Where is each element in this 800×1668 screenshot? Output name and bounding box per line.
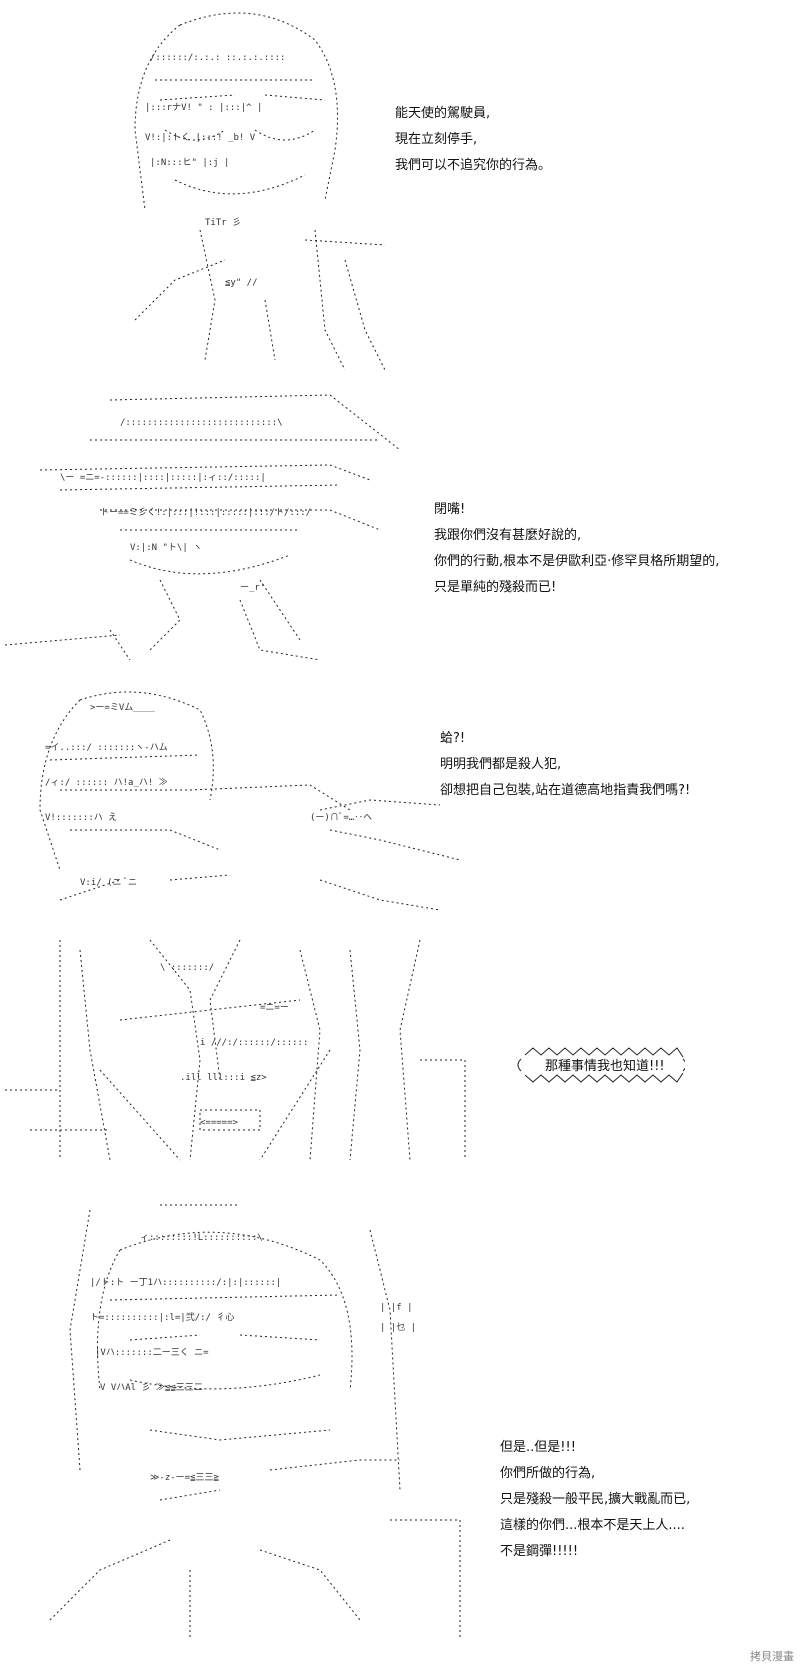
svg-text:V!:::::::ハ え: V!:::::::ハ え <box>45 812 117 823</box>
svg-text:ー_r': ー_r' <box>240 583 265 593</box>
dialog-panel-1: 能天使的駕駛員, 現在立刻停手, 我們可以不追究你的行為。 <box>395 101 551 179</box>
dialog-line: 只是單純的殘殺而已! <box>434 580 557 595</box>
dialog-line: 能天使的駕駛員, <box>395 106 491 121</box>
ascii-art-crying-pilot: ィ::::::::!L::::::::::\ |/ト:ト ー丁1ハ:::::::… <box>20 1190 480 1650</box>
dialog-panel-2: 閉嘴! 我跟你們沒有甚麼好說的, 你們的行動,根本不是伊歐利亞·修罕貝格所期望的… <box>434 497 719 601</box>
svg-text:/ィ:/ :::::: ハ!a_ハ! ≫: /ィ:/ :::::: ハ!a_ハ! ≫ <box>45 778 168 788</box>
svg-text:>ー=ミVム____: >ー=ミVム____ <box>90 702 156 713</box>
svg-text:|/ト:ト ー丁1ハ::::::::::/:|:|:::::: |/ト:ト ー丁1ハ::::::::::/:|:|::::::| <box>90 1278 281 1288</box>
svg-text:\ :::::::/: \ :::::::/ <box>160 963 214 973</box>
dialog-line: 但是..但是!!! <box>500 1440 576 1455</box>
panel-1: /::::::/:.:.: ::.:.:.:::: |:::rナV! " : |… <box>0 0 800 380</box>
dialog-line: 你們所做的行為, <box>500 1466 596 1481</box>
dialog-panel-5-lines-list: 但是..但是!!! 你們所做的行為, 只是殘殺一般平民,擴大戰亂而已, 這樣的你們..… <box>500 1435 690 1565</box>
shout-text: 那種事情我也知道!!! <box>545 1059 665 1074</box>
dialog-line: 這樣的你們...根本不是天上人.... <box>500 1518 685 1533</box>
svg-text:≦y" //: ≦y" // <box>225 278 258 288</box>
dialog-line: 我們可以不追究你的行為。 <box>395 158 552 173</box>
svg-text:|:N:::ヒ" |:j |: |:N:::ヒ" |:j | <box>150 157 229 168</box>
svg-text:ト=::::::::::|:l=|弐/:/ 彳心: ト=::::::::::|:l=|弐/:/ 彳心 <box>90 1311 234 1323</box>
dialog-line: 蛤?! <box>440 731 466 746</box>
svg-text:ィ::::::::!L::::::::::\: ィ::::::::!L::::::::::\ <box>140 1233 263 1243</box>
dialog-line: 閉嘴! <box>434 502 466 517</box>
svg-text:.ill lll:::i ≦z>: .ill lll:::i ≦z> <box>180 1073 267 1083</box>
spiky-bubble-outline <box>517 1047 687 1083</box>
svg-text:=ニ=ー: =ニ=ー <box>260 1003 289 1013</box>
svg-text:V!:|:トく |:::! _b! V: V!:|:トく |:::! _b! V <box>145 133 256 143</box>
svg-text:|Vハ:::::::二ー三く ニ=: |Vハ:::::::二ー三く ニ= <box>95 1348 209 1358</box>
panel-4: \ :::::::/ =ニ=ー i ///:/::::::/:::::: .il… <box>0 930 800 1180</box>
svg-text:\ー =ニ=-::::::|::::|:::::|:ィ::/: \ー =ニ=-::::::|::::|:::::|:ィ::/:::::| <box>60 473 266 483</box>
svg-text:|:::rナV! " : |:::|^ |: |:::rナV! " : |:::|^ | <box>145 102 262 113</box>
svg-text:V VハAl 彡 ≫≦≦三三二: V VハAl 彡 ≫≦≦三三二 <box>100 1382 203 1393</box>
ascii-art-angry-pilot: /::::::::::::::::::::::::::::\ \ー =ニ=-::… <box>0 380 410 670</box>
svg-text:=イ..:::/ :::::::ヽ-ハム: =イ..:::/ :::::::ヽ-ハム <box>45 742 168 753</box>
dialog-line: 你們的行動,根本不是伊歐利亞·修罕貝格所期望的, <box>434 554 720 569</box>
shout-bubble: 那種事情我也知道!!! <box>515 1045 687 1085</box>
svg-text:| |乜 |: | |乜 | <box>380 1322 416 1333</box>
svg-text:i ///:/::::::/::::::: i ///:/::::::/:::::: <box>200 1038 308 1048</box>
svg-text:V:|:N "ト\| ヽ: V:|:N "ト\| ヽ <box>130 543 202 553</box>
dialog-panel-3: 蛤?! 明明我們都是殺人犯, 卻想把自己包裝,站在道德高地指責我們嗎?! <box>440 726 690 804</box>
dialog-line: 卻想把自己包裝,站在道德高地指責我們嗎?! <box>440 783 691 798</box>
dialog-line: 我跟你們沒有甚麼好說的, <box>434 528 582 543</box>
svg-text:/::::::/:.:.: ::.:.:.::::: /::::::/:.:.: ::.:.:.:::: <box>150 53 285 63</box>
svg-text:<=====>: <=====> <box>200 1118 239 1128</box>
ascii-art-character-pointing: >ー=ミVム____ =イ..:::/ :::::::ヽ-ハム /ィ:/ :::… <box>20 680 460 920</box>
svg-text:(ー)∩ﾞ=…‥ヘ: (ー)∩ﾞ=…‥ヘ <box>310 812 372 823</box>
svg-text:/::::::::::::::::::::::::::::\: /::::::::::::::::::::::::::::\ <box>120 418 283 428</box>
svg-text:トー==ミ彡く!:|:::|!:::|:::::|:::/ト: トー==ミ彡く!:|:::|!:::|:::::|:::/ト/:::/ <box>100 507 311 518</box>
ascii-art-gundam-cockpit: \ :::::::/ =ニ=ー i ///:/::::::/:::::: .il… <box>0 930 470 1170</box>
dialog-line: 現在立刻停手, <box>395 132 478 147</box>
watermark: 拷貝漫畫 <box>750 1650 794 1663</box>
svg-text:V:i/ (ニ ﾞニ: V:i/ (ニ ﾞニ <box>80 877 137 888</box>
panel-2: /::::::::::::::::::::::::::::\ \ー =ニ=-::… <box>0 380 800 680</box>
svg-text:TiTr 彡: TiTr 彡 <box>205 217 241 228</box>
panel-5: ィ::::::::!L::::::::::\ |/ト:ト ー丁1ハ:::::::… <box>0 1180 800 1668</box>
panel-3: >ー=ミVム____ =イ..:::/ :::::::ヽ-ハム /ィ:/ :::… <box>0 680 800 930</box>
svg-text:≫-z-ー=≦三三≧: ≫-z-ー=≦三三≧ <box>150 1473 220 1483</box>
dialog-line: 不是鋼彈!!!!! <box>500 1544 579 1559</box>
dialog-line: 只是殘殺一般平民,擴大戰亂而已, <box>500 1492 691 1507</box>
dialog-line: 明明我們都是殺人犯, <box>440 757 562 772</box>
svg-text:| |f |: | |f | <box>380 1303 413 1313</box>
ascii-art-pilot-portrait: /::::::/:.:.: ::.:.:.:::: |:::rナV! " : |… <box>115 0 395 378</box>
